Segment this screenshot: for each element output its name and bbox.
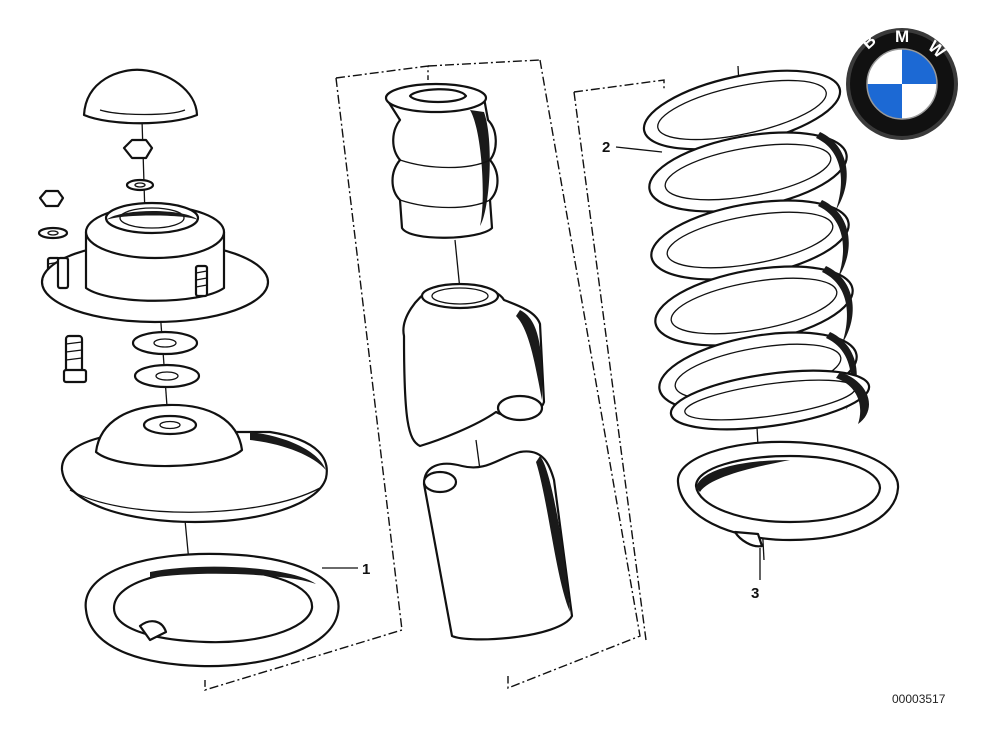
bolt	[62, 334, 88, 384]
protective-tube-lower	[422, 450, 574, 641]
coil-spring	[642, 69, 871, 431]
logo-letter-m: M	[895, 27, 909, 46]
bump-stop	[384, 82, 499, 239]
washer-pair	[131, 330, 201, 389]
callout-1: 1	[322, 561, 370, 578]
protective-boot-upper	[402, 282, 546, 448]
center-nut	[122, 138, 155, 192]
bmw-logo: B M W	[846, 27, 958, 140]
callout-label-1: 1	[362, 561, 370, 578]
upper-strut-mount	[40, 201, 270, 324]
document-number: 00003517	[892, 692, 946, 706]
strut-mount-group	[37, 68, 340, 668]
rubber-spring-pad	[84, 552, 340, 668]
coil-spring-group	[573, 65, 900, 641]
bump-stop-group	[204, 59, 641, 691]
callout-3: 3	[751, 548, 761, 602]
callout-label-2: 2	[602, 139, 610, 156]
spring-support-plate	[60, 403, 328, 524]
callout-2: 2	[602, 139, 663, 156]
spring-seat-ring	[676, 440, 900, 548]
callout-label-3: 3	[751, 585, 759, 602]
dust-cap	[82, 68, 199, 125]
